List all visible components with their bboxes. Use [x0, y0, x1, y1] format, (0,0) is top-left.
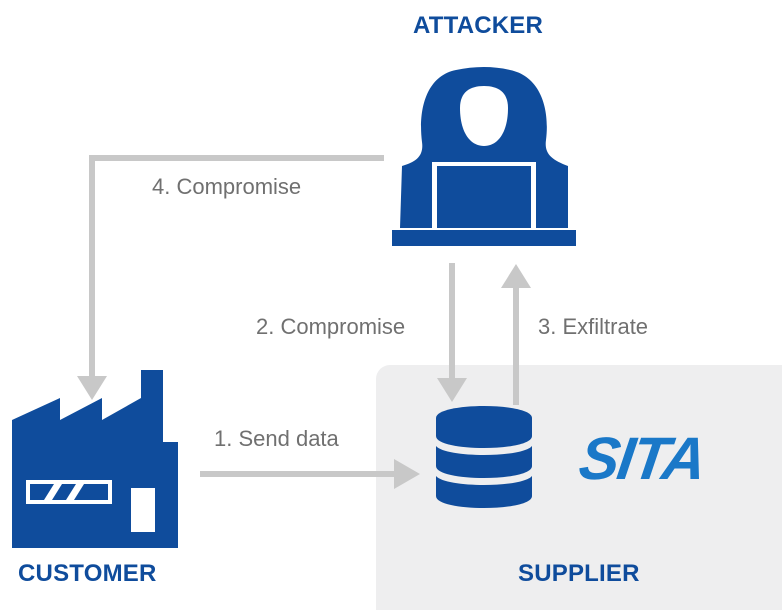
edge-4-compromise-arrow [89, 155, 384, 385]
edge-4-label: 4. Compromise [152, 174, 302, 199]
customer-label: CUSTOMER [18, 560, 157, 587]
edge-3-arrowhead [501, 264, 531, 288]
supplier-label: SUPPLIER [518, 560, 640, 587]
edge-2-arrowhead [437, 378, 467, 402]
hooded-hacker-icon [392, 67, 576, 246]
edge-2-label: 2. Compromise [256, 314, 406, 339]
factory-icon [12, 370, 178, 548]
attacker-label: ATTACKER [413, 12, 544, 39]
edge-3-label: 3. Exfiltrate [538, 314, 649, 339]
edge-1-label: 1. Send data [214, 426, 339, 451]
edge-1-arrowhead [394, 459, 420, 489]
database-icon [436, 406, 532, 508]
sita-logo: SITA [575, 425, 709, 492]
edge-4-arrowhead [77, 376, 107, 400]
